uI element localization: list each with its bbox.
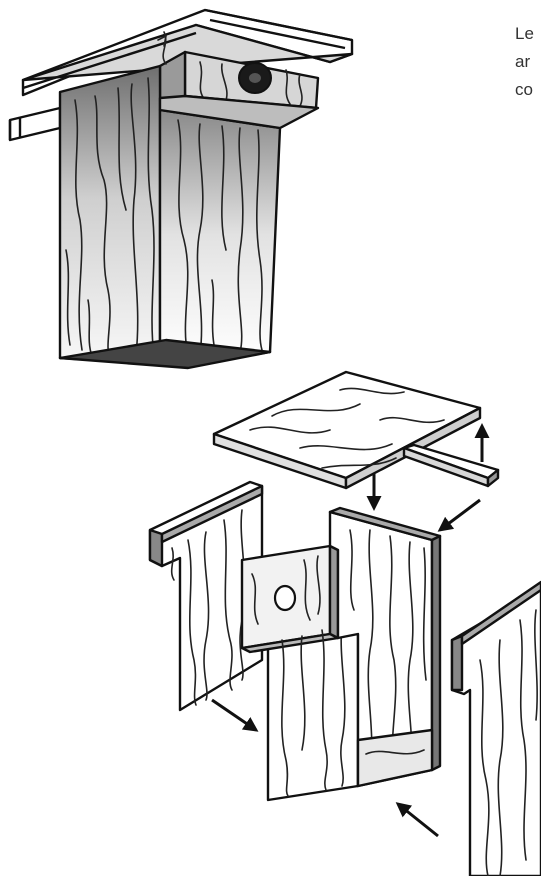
arrow-floor-icon — [398, 804, 438, 836]
right-side-panel — [452, 582, 541, 876]
body-front-face — [160, 96, 318, 360]
exploded-perch — [404, 445, 498, 486]
assembled-birdhouse — [10, 10, 352, 368]
body-left-face — [60, 32, 166, 360]
perch-rail — [10, 108, 60, 140]
arrow-back-panel-icon — [440, 500, 480, 530]
exploded-roof-panel — [214, 372, 480, 488]
exploded-birdhouse — [150, 372, 541, 876]
arrow-left-panel-icon — [212, 700, 256, 730]
exploded-entrance-hole-icon — [275, 586, 295, 610]
